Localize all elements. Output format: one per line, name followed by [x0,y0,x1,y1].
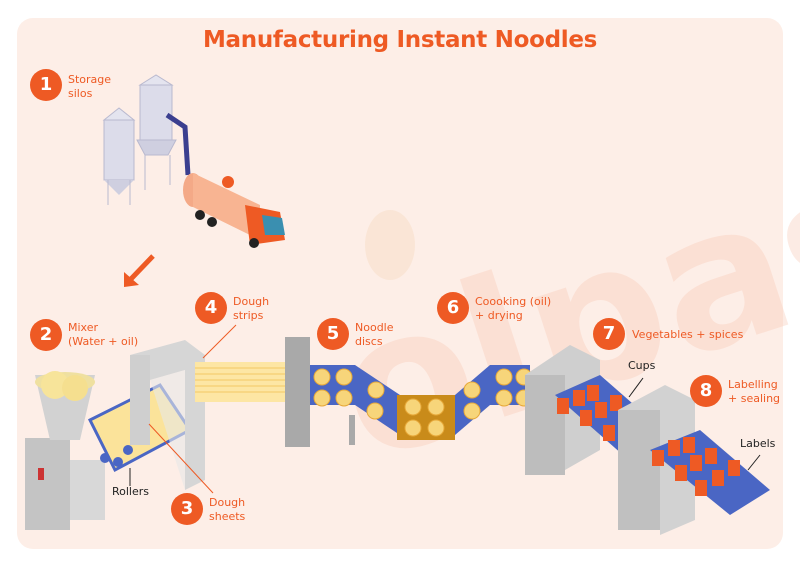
step-2-badge: 2 [30,319,62,351]
arrow-down-left-icon [124,254,155,287]
page-title: Manufacturing Instant Noodles [202,27,598,53]
label-line: Dough [233,295,270,308]
tanker-truck [183,173,285,248]
dough-sheet-machine [130,340,205,490]
cups-callout: Cups [628,359,656,372]
step-7-label: Vegetables + spices [632,328,743,342]
leader-lines [148,324,237,494]
step-6-badge: 6 [437,292,469,324]
label-line: Dough [209,496,246,509]
label-line: sheets [209,510,246,523]
step-7-badge: 7 [593,318,625,350]
noodle-disc-conveyor [310,365,533,445]
label-line: strips [233,309,264,322]
step-8-badge: 8 [690,375,722,407]
step-1-badge: 1 [30,69,62,101]
step-5-badge: 5 [317,318,349,350]
step-2-label: Mixer(Water + oil) [68,321,138,349]
label-line: Coooking (oil) [475,295,552,308]
label-line: silos [68,87,93,100]
callout-lines [129,377,761,486]
step-3-badge: 3 [171,493,203,525]
label-line: discs [355,335,383,348]
step-6-label: Coooking (oil)+ drying [475,295,551,323]
step-4-badge: 4 [195,292,227,324]
labels-callout: Labels [740,437,776,450]
label-line: Vegetables + spices [632,328,744,341]
label-line: Labelling [728,378,778,391]
labelling-sealing-machine [618,385,770,535]
step-8-label: Labelling+ sealing [728,378,780,406]
rollers-callout: Rollers [112,485,150,498]
storage-silos [102,74,191,205]
label-line: + drying [475,309,523,322]
dough-strips-conveyor [195,337,310,447]
label-line: Storage [68,73,112,86]
label-line: Mixer [68,321,99,334]
label-line: + sealing [728,392,781,405]
mixer-machine [25,371,105,530]
label-line: Noodle [355,321,394,334]
label-line: (Water + oil) [68,335,139,348]
